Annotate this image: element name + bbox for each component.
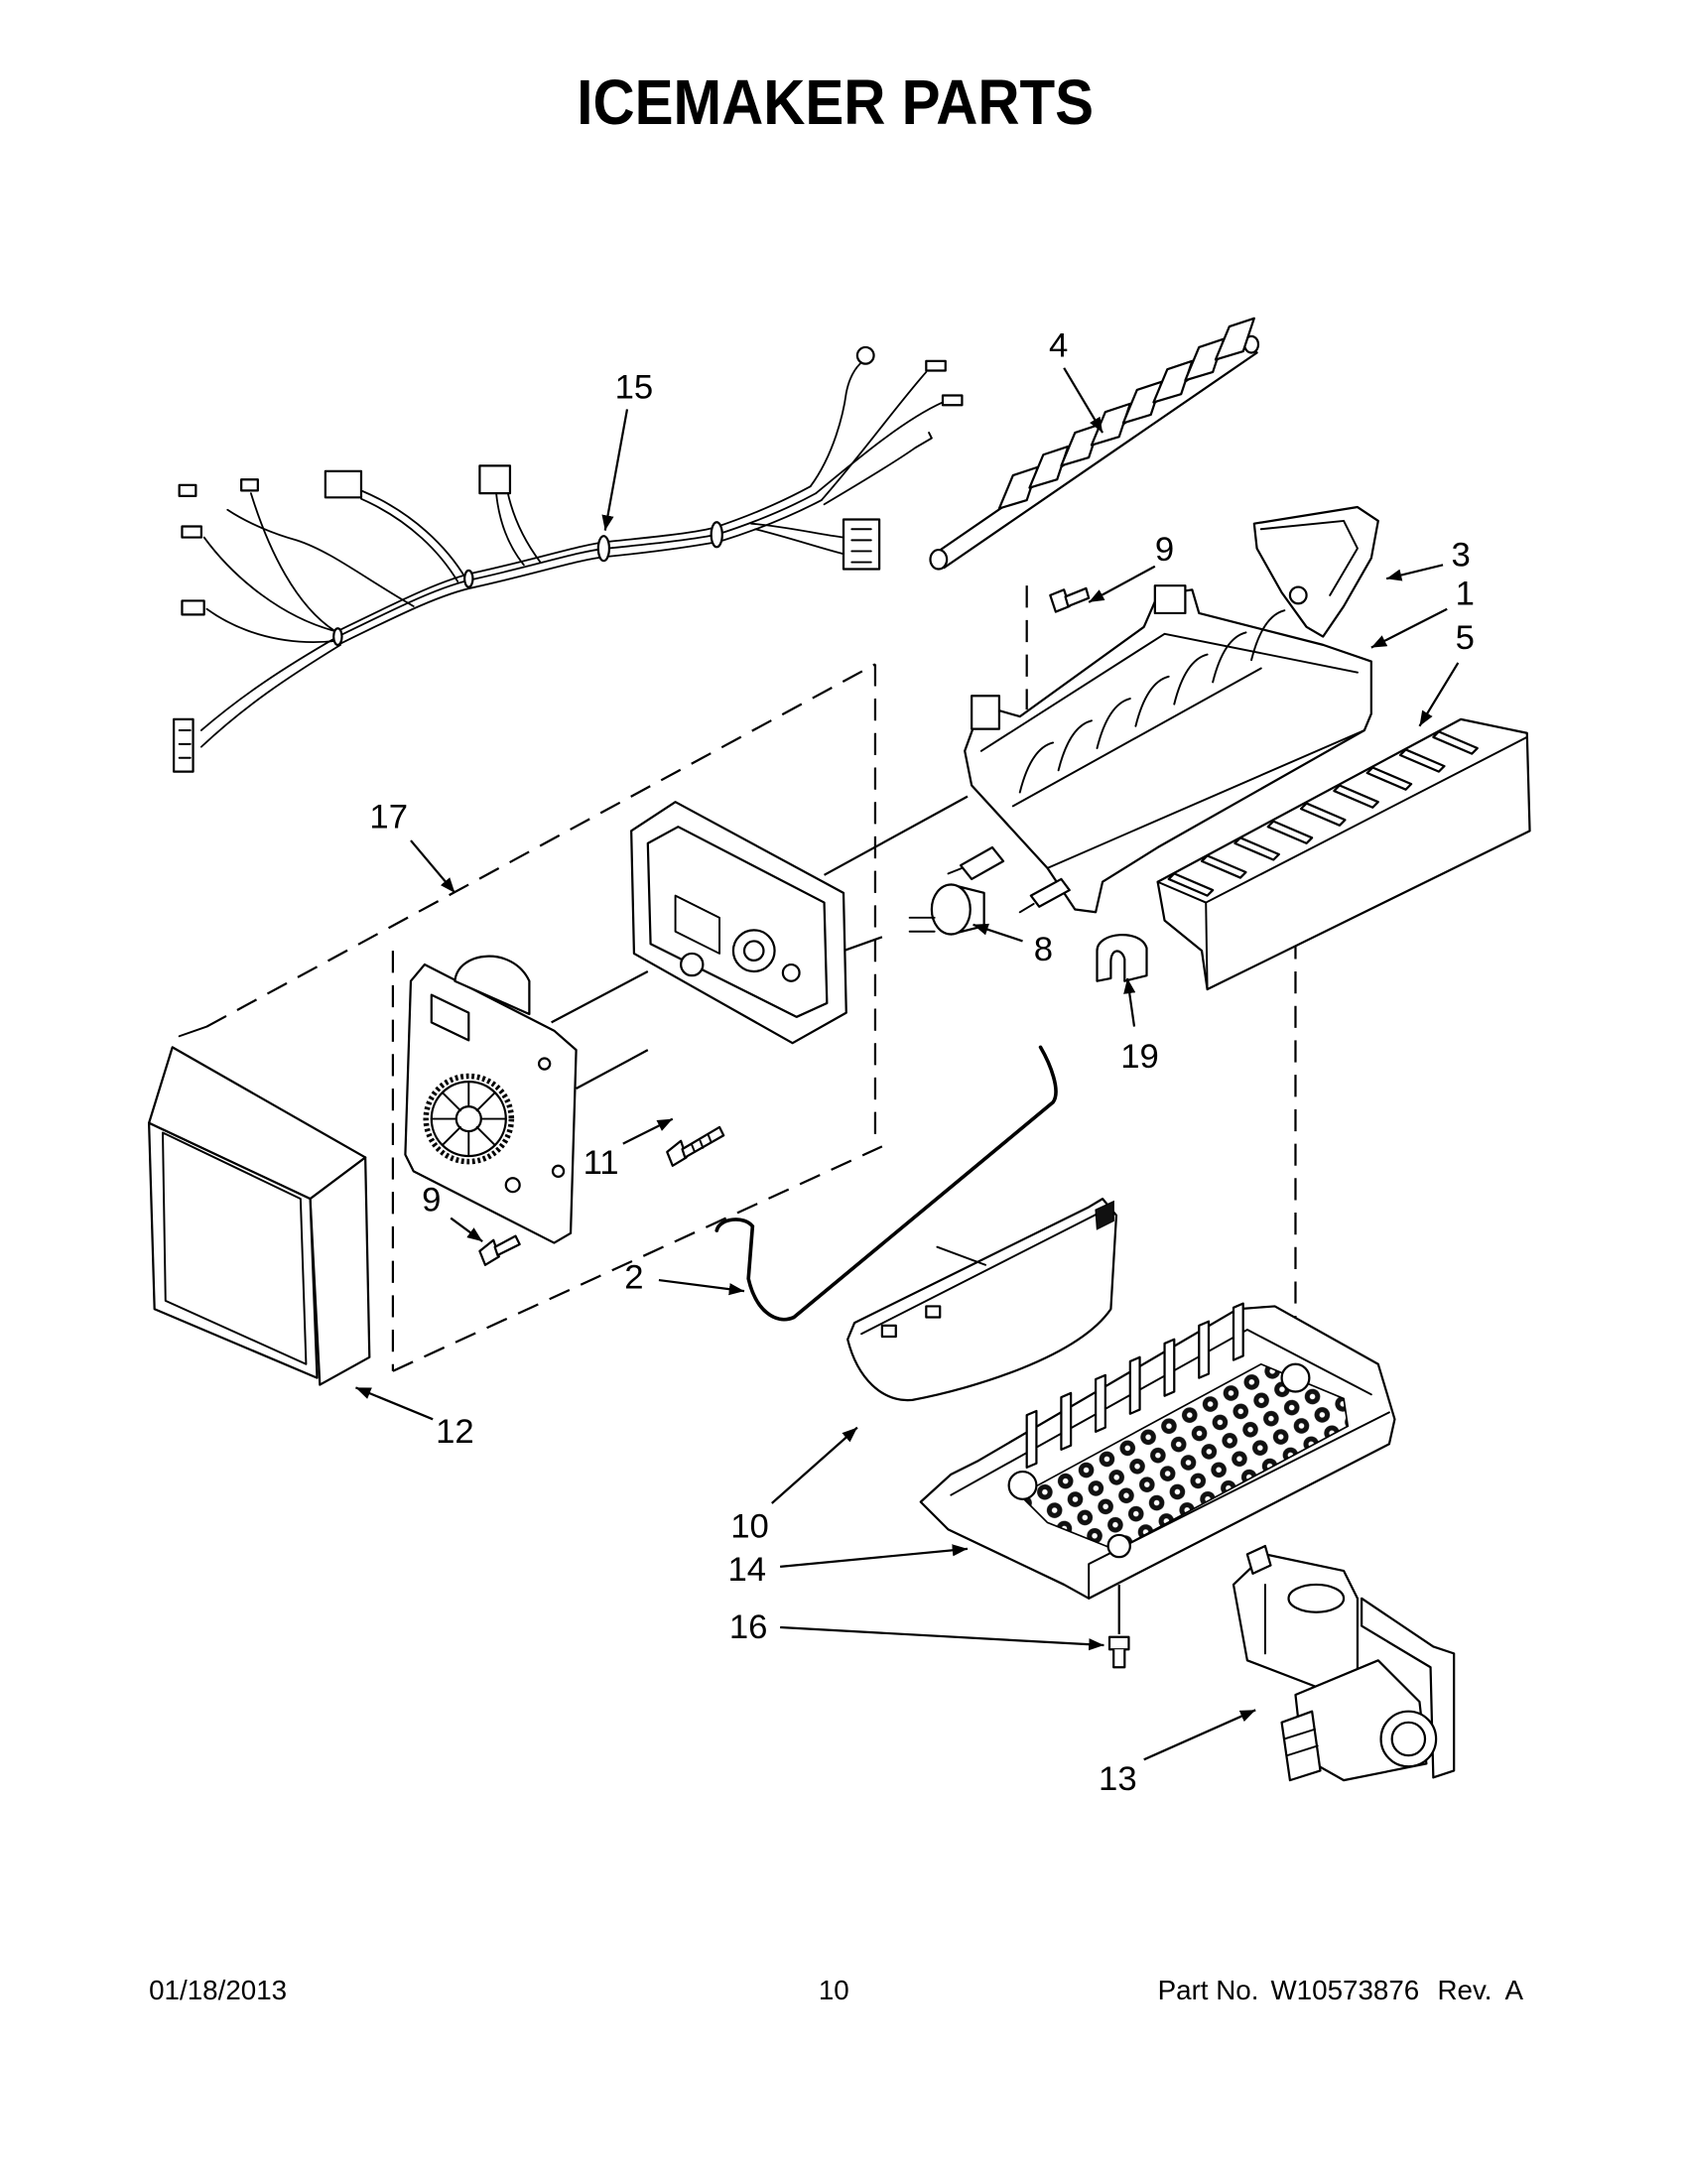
footer-page-number: 10	[819, 1975, 849, 2005]
callout-1: 1	[1456, 576, 1475, 613]
leader-8	[973, 923, 1023, 943]
leader-14	[780, 1544, 969, 1568]
page-title: ICEMAKER PARTS	[577, 66, 1094, 138]
mold-heater-terminals	[947, 845, 1071, 914]
water-valve	[1232, 1544, 1456, 1782]
harness-connector-top	[478, 464, 512, 495]
leader-1	[1370, 607, 1448, 649]
leader-11	[622, 1117, 674, 1145]
screw-11	[666, 1125, 725, 1167]
leader-19	[1123, 977, 1136, 1027]
callout-13: 13	[1099, 1760, 1137, 1798]
footer-part-no-label: Part No.	[1158, 1975, 1259, 2005]
leader-3	[1385, 564, 1444, 581]
leader-2	[658, 1278, 745, 1296]
footer-rev: A	[1505, 1975, 1524, 2005]
guide-line-bottom	[392, 1145, 883, 1372]
screw-9-lower	[478, 1234, 521, 1266]
tie-wrap	[332, 627, 343, 646]
callout-9-upper: 9	[1155, 531, 1174, 569]
spade-terminal	[941, 394, 964, 407]
wire-harness	[173, 345, 964, 773]
shutoff-paddle	[846, 1198, 1118, 1402]
footer-date: 01/18/2013	[149, 1975, 287, 2005]
callout-15: 15	[615, 368, 654, 406]
callout-3: 3	[1451, 537, 1470, 575]
guide-line-top	[205, 663, 876, 1028]
callout-5: 5	[1456, 619, 1475, 657]
assembly-guide-lines	[205, 585, 1297, 1634]
mold-cover	[1252, 505, 1379, 638]
bail-arm	[714, 1045, 1058, 1322]
screw-16	[1107, 1635, 1130, 1669]
callout-14: 14	[727, 1551, 766, 1589]
module-shaft-lines	[551, 795, 969, 1091]
callout-8: 8	[1034, 931, 1053, 968]
ice-tray-housing	[919, 1302, 1396, 1600]
leader-5	[1418, 662, 1460, 727]
callout-10: 10	[730, 1508, 769, 1546]
spade-terminal	[178, 483, 197, 498]
leader-16	[780, 1625, 1104, 1651]
leader-15	[601, 409, 629, 531]
callout-4: 4	[1049, 327, 1068, 365]
ejector	[929, 317, 1260, 571]
spade-terminal	[240, 478, 259, 492]
motor-gear-plate	[404, 955, 578, 1244]
tie-wrap	[596, 535, 611, 563]
callout-19: 19	[1120, 1038, 1159, 1076]
harness-connector-right	[842, 518, 881, 571]
page-footer: 01/18/2013 10 Part No. W10573876 Rev. A	[149, 1975, 1523, 2005]
ring-terminal	[855, 345, 875, 365]
wire-clip	[1096, 934, 1148, 982]
callout-16: 16	[729, 1608, 768, 1646]
callout-2: 2	[624, 1258, 643, 1296]
leader-17	[410, 839, 456, 894]
ice-mold	[964, 584, 1372, 914]
callout-9-lower: 9	[422, 1182, 441, 1220]
harness-connector-top-left	[324, 469, 363, 499]
footer-part-no: W10573876	[1270, 1975, 1419, 2005]
footer-rev-label: Rev.	[1438, 1975, 1492, 2005]
leader-12	[354, 1386, 434, 1421]
harness-connector-left	[173, 717, 195, 773]
callout-labels: 15 4 9 3 1 5 17 8 19 11 9 2 12 10 14 16 …	[369, 327, 1474, 1798]
leader-9-upper	[1088, 565, 1156, 603]
tie-wrap	[710, 521, 723, 549]
spade-terminal	[925, 359, 947, 372]
icemaker-front-cover	[148, 1025, 371, 1386]
leader-4	[1063, 367, 1104, 434]
control-module-housing	[630, 801, 847, 1045]
leader-9-lower	[450, 1217, 483, 1243]
stripper	[1156, 717, 1531, 991]
leader-10	[771, 1426, 858, 1504]
leader-arrows	[354, 367, 1460, 1761]
callout-11: 11	[584, 1144, 619, 1182]
thermostat	[908, 883, 985, 936]
callout-12: 12	[436, 1413, 474, 1451]
hook-terminal	[914, 432, 933, 450]
spade-terminal	[181, 525, 203, 539]
callout-17: 17	[369, 799, 408, 836]
screw-9-upper	[1049, 586, 1091, 613]
tie-wrap	[463, 569, 474, 588]
leader-13	[1143, 1709, 1256, 1761]
harness-connector-small	[181, 599, 205, 616]
